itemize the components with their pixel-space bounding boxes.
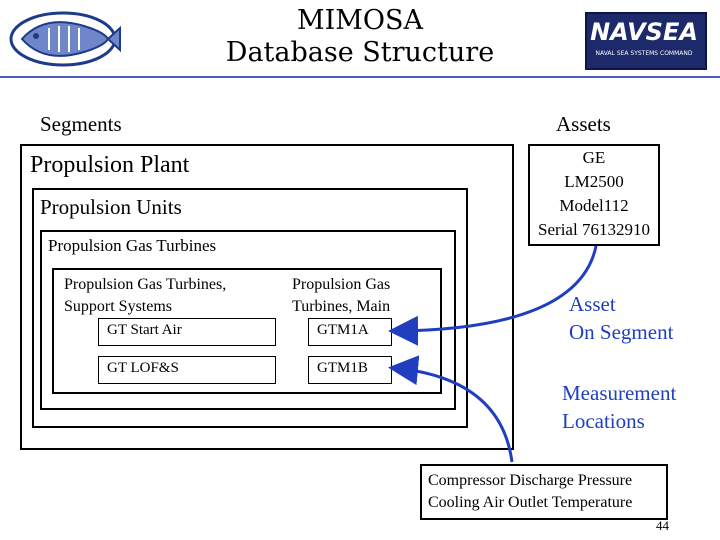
gt-lofs-box: GT LOF&S xyxy=(98,356,276,384)
asset-on-segment-line1: Asset xyxy=(569,292,616,316)
gt-start-air-box: GT Start Air xyxy=(98,318,276,346)
asset-to-gtm1a-arrow xyxy=(388,245,598,346)
navsea-logo-subtext: NAVAL SEA SYSTEMS COMMAND xyxy=(595,50,693,57)
asset-line1: GE xyxy=(582,148,606,167)
measurement-line2: Cooling Air Outlet Temperature xyxy=(428,494,633,511)
page-number: 44 xyxy=(656,518,669,533)
asset-line3: Model112 xyxy=(559,196,629,215)
asset-box: GE LM2500 Model112 Serial 76132910 xyxy=(528,144,660,246)
gas-turbine-subsystems-box xyxy=(52,268,442,394)
navsea-logo-text: NAVSEA xyxy=(590,18,698,46)
asset-line2: LM2500 xyxy=(564,172,624,191)
page-title-line1: MIMOSA xyxy=(296,5,424,36)
asset-on-segment-line2: On Segment xyxy=(569,320,674,344)
gtm1b-label: GTM1B xyxy=(317,360,368,376)
gt-lofs-label: GT LOF&S xyxy=(107,360,179,376)
organization-emblem-logo xyxy=(4,6,122,72)
main-turbines-label-line2: Turbines, Main xyxy=(292,298,391,315)
measurement-locations-box: Compressor Discharge Pressure Cooling Ai… xyxy=(420,464,668,520)
main-turbines-label-line1: Propulsion Gas xyxy=(292,276,391,293)
measurement-line1: Compressor Discharge Pressure xyxy=(428,472,633,489)
propulsion-gas-turbines-label: Propulsion Gas Turbines xyxy=(48,236,217,255)
gt-start-air-label: GT Start Air xyxy=(107,322,182,338)
gtm1a-label: GTM1A xyxy=(317,322,369,338)
support-systems-label-line2: Support Systems xyxy=(64,298,173,315)
measurement-locations-line2: Locations xyxy=(562,409,645,433)
measurement-to-gtm1b-arrow xyxy=(388,355,514,463)
measurement-locations-line1: Measurement xyxy=(562,381,677,405)
navsea-logo: NAVSEA NAVAL SEA SYSTEMS COMMAND xyxy=(585,12,707,70)
propulsion-plant-label: Propulsion Plant xyxy=(30,152,190,178)
assets-heading: Assets xyxy=(556,112,611,136)
page-title-line2: Database Structure xyxy=(225,37,495,68)
asset-line4: Serial 76132910 xyxy=(538,220,650,239)
header-divider xyxy=(0,76,720,78)
propulsion-units-label: Propulsion Units xyxy=(40,195,182,219)
support-systems-label-line1: Propulsion Gas Turbines, xyxy=(64,276,227,293)
segments-heading: Segments xyxy=(40,112,122,136)
